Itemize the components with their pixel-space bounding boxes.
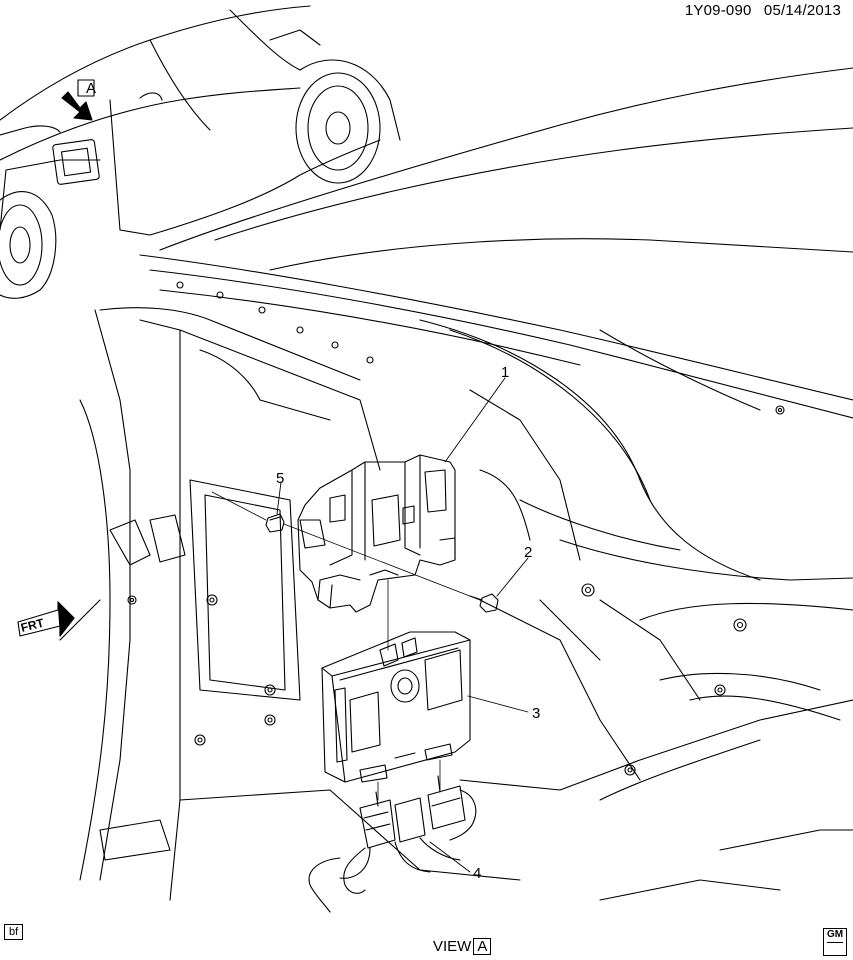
callout-4: 4 bbox=[473, 865, 481, 882]
assembly-lines bbox=[211, 491, 481, 801]
arrow-a-label: A bbox=[86, 80, 96, 97]
drawing-date: 05/14/2013 bbox=[763, 2, 841, 19]
callout-3: 3 bbox=[532, 705, 540, 722]
vehicle-inset bbox=[0, 5, 401, 299]
drawing-header: 1Y09-090 05/14/2013 bbox=[677, 2, 841, 19]
gm-logo-text: GM bbox=[826, 929, 844, 940]
fastener-holes bbox=[127, 281, 785, 776]
part-3-control-module bbox=[321, 631, 471, 783]
callout-2: 2 bbox=[524, 544, 532, 561]
leader-lines bbox=[276, 377, 529, 873]
part-4-wiring-harness bbox=[308, 775, 477, 913]
view-a-arrow bbox=[61, 79, 95, 121]
roof-outline bbox=[139, 67, 853, 581]
drawing-id: 1Y09-090 bbox=[684, 2, 752, 19]
view-prefix: VIEW bbox=[433, 938, 472, 955]
callout-1: 1 bbox=[501, 364, 509, 381]
body-panel bbox=[59, 307, 853, 901]
part-5-nut bbox=[265, 513, 285, 533]
part-1-bracket bbox=[297, 454, 456, 613]
part-2-bolt bbox=[469, 593, 499, 613]
callout-5: 5 bbox=[276, 470, 284, 487]
illustrator-tag: bf bbox=[4, 924, 24, 940]
gm-logo: GM bbox=[823, 928, 847, 956]
frt-label: FRT bbox=[19, 616, 46, 635]
frt-arrow bbox=[17, 601, 75, 637]
view-letter: A bbox=[473, 938, 492, 955]
